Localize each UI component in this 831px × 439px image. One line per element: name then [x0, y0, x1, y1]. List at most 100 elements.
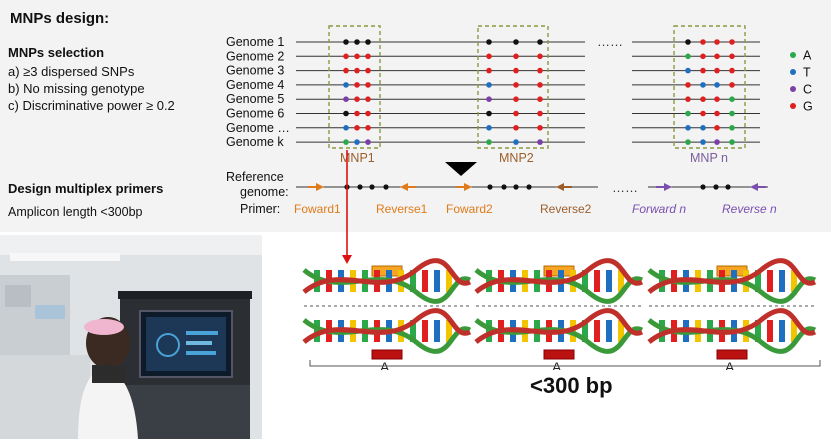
ellipsis-text: …… [612, 180, 638, 195]
reference-snp-dot [357, 184, 363, 190]
primer-label: Foward2 [446, 202, 493, 216]
snp-dot [486, 39, 492, 45]
snp-dot [365, 139, 371, 145]
selection-heading: MNPs selection [8, 45, 105, 60]
snp-dots [343, 39, 735, 145]
snp-dot [537, 82, 543, 88]
base-pair-bar [446, 270, 452, 292]
base-pair-bar [659, 320, 665, 342]
base-pair-bar [582, 270, 588, 292]
legend-label: G [803, 100, 813, 114]
reverse-primer-mark [371, 349, 403, 360]
snp-dot [354, 96, 360, 102]
snp-dot [729, 96, 735, 102]
legend-label: A [803, 49, 812, 63]
legend-dot [790, 86, 796, 92]
snp-dot [729, 139, 735, 145]
reference-snp-dot [713, 184, 719, 190]
snp-dot [343, 110, 349, 117]
snp-dot [537, 110, 543, 117]
primer-forward-arrow [664, 183, 672, 191]
snp-dot [685, 39, 691, 45]
base-pair-bar [618, 320, 624, 342]
snp-dot [729, 39, 735, 45]
base-pair-bar [606, 320, 612, 342]
reference-snp-dot [700, 184, 706, 190]
base-pair-bar [791, 320, 797, 342]
primer-label: Forward n [632, 202, 686, 216]
snp-dot [365, 82, 371, 88]
snp-dot [700, 82, 706, 88]
red-pointer-arrow-icon [342, 255, 352, 264]
snp-dot [513, 67, 519, 74]
base-pair-bar [422, 320, 428, 342]
base-pair-bar [314, 270, 320, 292]
base-pair-bar [422, 270, 428, 292]
snp-dot [685, 82, 691, 88]
snp-dot [513, 53, 519, 60]
snp-dot [513, 39, 519, 45]
base-pair-bar [606, 270, 612, 292]
snp-dot [685, 110, 691, 117]
down-arrow-icon [445, 162, 477, 176]
snp-dot [537, 125, 543, 131]
snp-dot [343, 139, 349, 145]
base-pair-bar [410, 320, 416, 342]
snp-dot [714, 39, 720, 45]
base-pair-bar [314, 320, 320, 342]
legend-dot [790, 103, 796, 109]
design-panel [0, 0, 831, 232]
snp-dot [354, 82, 360, 88]
region-boxes [328, 25, 746, 149]
panel-title: MNPs design: [10, 10, 110, 27]
base-pair-bar [446, 320, 452, 342]
base-pair-bar [434, 270, 440, 292]
snp-dot [685, 96, 691, 102]
snp-dot [714, 96, 720, 102]
reference-label: genome: [240, 185, 289, 199]
region-label: MNP n [690, 151, 728, 165]
snp-dot [700, 125, 706, 131]
snp-dot [343, 96, 349, 102]
primer-forward-arrow [464, 183, 472, 191]
snp-dot [365, 96, 371, 102]
mnp-region-box [328, 25, 381, 149]
snp-dot [729, 67, 735, 74]
dna-strand [302, 308, 472, 344]
snp-dot [343, 82, 349, 88]
ellipsis-text: …… [597, 34, 623, 49]
snp-dot [700, 67, 706, 74]
snp-dot [729, 125, 735, 131]
snp-dot [354, 67, 360, 74]
genome-label: Genome … [226, 121, 290, 135]
primer-label: Reverse1 [376, 202, 428, 216]
reference-label: Reference [226, 170, 284, 184]
snp-dot [685, 139, 691, 145]
snp-dot [513, 82, 519, 88]
mnp-region-box [673, 25, 746, 149]
snp-dot [700, 110, 706, 117]
base-pair-bar [594, 320, 600, 342]
base-pair-bar [486, 270, 492, 292]
criterion-b: b) No missing genotype [8, 81, 145, 96]
ellipsis: …… …… [597, 34, 638, 195]
snp-dot [537, 96, 543, 102]
snp-dot [354, 53, 360, 60]
primer-forward-arrow [316, 183, 324, 191]
reference-snp-dot [725, 184, 731, 190]
snp-dot [537, 67, 543, 74]
snp-dot [343, 125, 349, 131]
snp-dot [714, 125, 720, 131]
genome-label: Genome 2 [226, 49, 284, 63]
snp-dot [513, 110, 519, 117]
snp-dot [486, 125, 492, 131]
snp-dot [486, 139, 492, 145]
amplicon-letter: A [725, 359, 735, 370]
snp-dot [714, 110, 720, 117]
snp-dot [365, 125, 371, 131]
reference-snp-dot [501, 184, 507, 190]
reference-snp-dot [513, 184, 519, 190]
